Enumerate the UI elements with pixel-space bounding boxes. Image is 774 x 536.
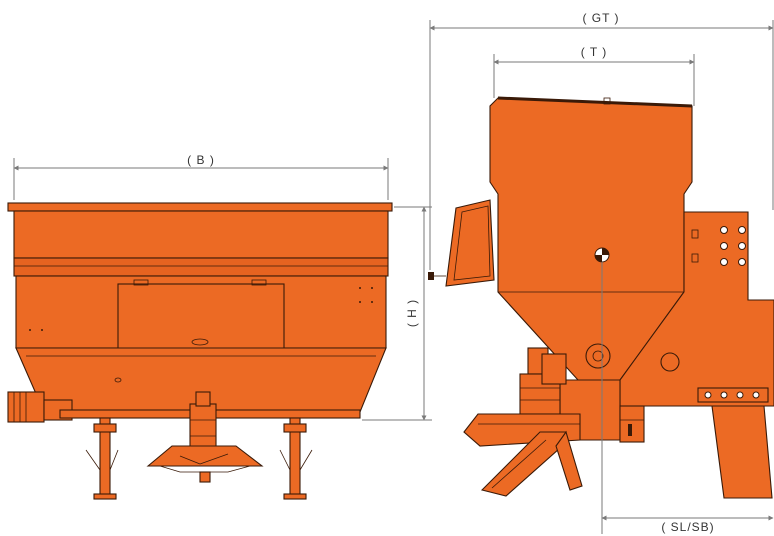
dimension-label-width: ( B ) (187, 153, 215, 167)
rear-frame (619, 211, 774, 407)
front-view (7, 202, 393, 500)
side-drive-unit (519, 347, 567, 415)
side-view (428, 96, 774, 499)
hopper-upper-body (13, 210, 389, 259)
dimension-label-height: ( H ) (405, 299, 419, 327)
center-of-gravity-icon (594, 247, 610, 263)
hopper-band (13, 257, 389, 277)
left-support-leg (85, 417, 119, 500)
hopper-rim (7, 202, 393, 212)
spreader-disc (146, 445, 264, 467)
rear-leg (711, 405, 773, 499)
dimension-label-spread: ( SL/SB) (661, 520, 714, 534)
right-support-leg (279, 417, 313, 500)
dimension-label-total-depth: ( GT ) (582, 11, 619, 25)
access-door (117, 283, 285, 351)
hinged-lid (445, 199, 495, 287)
dimension-label-depth: ( T ) (581, 45, 608, 59)
dimension-lines (13, 20, 774, 534)
